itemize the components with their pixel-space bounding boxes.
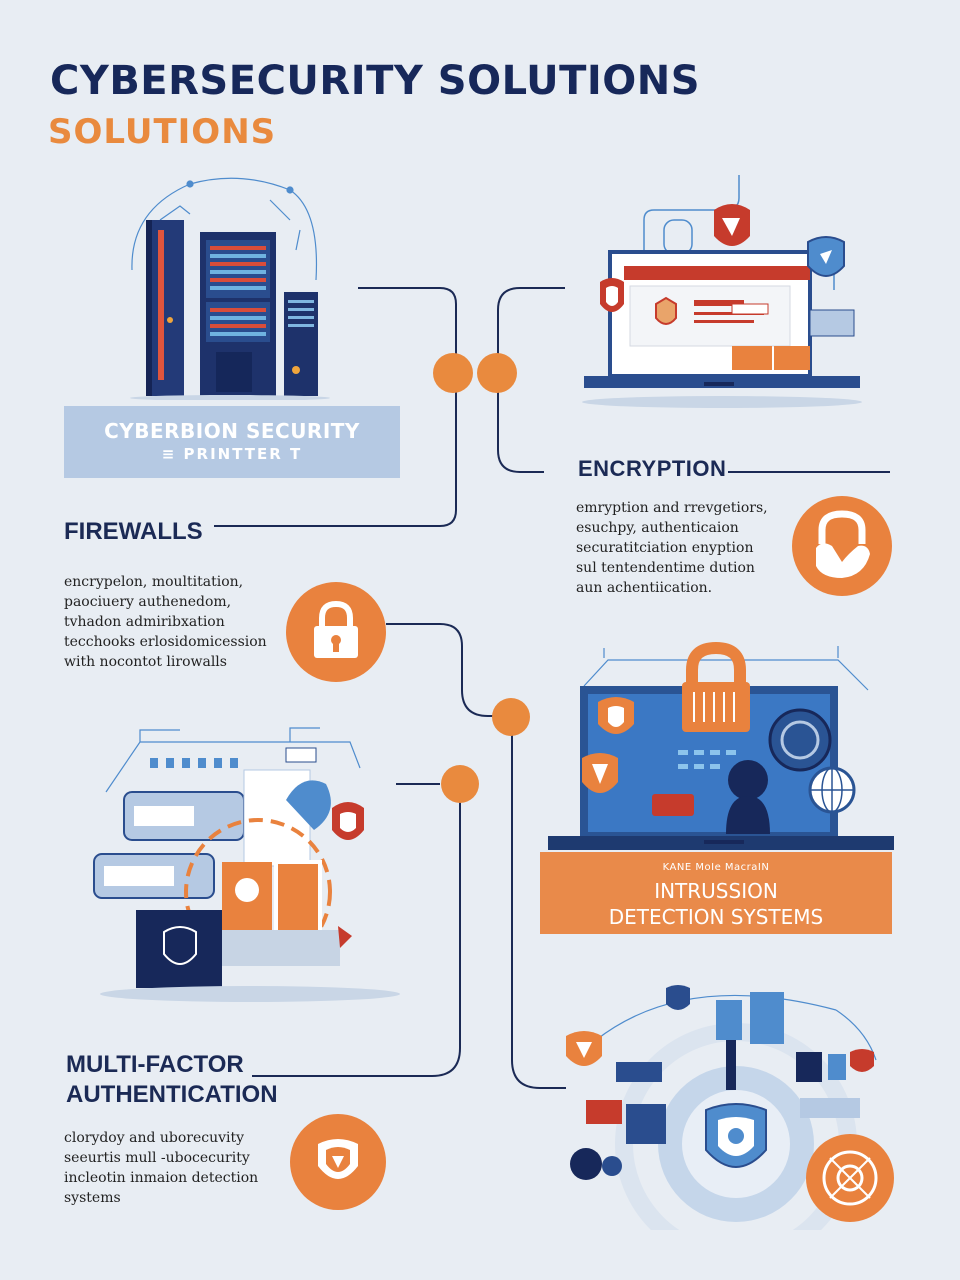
- firewalls-line: tecchooks erlosidomicession: [64, 634, 267, 650]
- firewalls-line: encrypelon, moultitation,: [64, 574, 244, 590]
- encryption-line: aun achentiication.: [576, 580, 713, 596]
- security-banner-subtitle: ≡ PRINTTER T: [161, 445, 303, 463]
- encryption-description: emryption and rrevgetiors, esuchpy, auth…: [576, 498, 816, 598]
- intrusion-banner-title: INTRUSSION: [654, 879, 778, 903]
- unlocked-padlock-icon: [792, 496, 892, 596]
- network-authentication-illustration: [93, 727, 400, 1002]
- mfa-line: systems: [64, 1190, 121, 1206]
- page-subtitle: SOLUTIONS: [48, 112, 277, 152]
- security-banner-title: CYBERBION SECURITY: [104, 419, 360, 443]
- laptop-shields-illustration: [582, 175, 862, 408]
- mfa-heading: MULTI-FACTOR AUTHENTICATION: [66, 1050, 326, 1110]
- security-banner: CYBERBION SECURITY ≡ PRINTTER T: [64, 406, 400, 478]
- firewalls-line: tvhadon admiribxation: [64, 614, 225, 630]
- firewalls-line: with nocontot lirowalls: [64, 654, 227, 670]
- encryption-line: esuchpy, authenticaion: [576, 520, 739, 536]
- intrusion-detection-banner: KANE MoIe MacraIN INTRUSSION DETECTION S…: [540, 852, 892, 934]
- mfa-heading-line: AUTHENTICATION: [66, 1081, 278, 1108]
- server-rack-illustration: [130, 177, 330, 400]
- mfa-line: seeurtis mull -ubocecurity: [64, 1150, 250, 1166]
- connector-node: [492, 698, 530, 736]
- mfa-description: clorydoy and uborecuvity seeurtis mull -…: [64, 1128, 304, 1208]
- mfa-line: clorydoy and uborecuvity: [64, 1130, 245, 1146]
- encryption-heading: ENCRYPTION: [578, 456, 727, 481]
- encryption-line: securatitciation enyption: [576, 540, 754, 556]
- intrusion-banner-subtitle: DETECTION SYSTEMS: [608, 905, 824, 929]
- mfa-heading-line: MULTI-FACTOR: [66, 1051, 244, 1078]
- firewalls-heading: FIREWALLS: [64, 518, 203, 545]
- security-hub-illustration: [566, 985, 894, 1230]
- connector-node: [441, 765, 479, 803]
- padlock-icon: [286, 582, 386, 682]
- connector-node: [433, 353, 473, 393]
- connector-node: [477, 353, 517, 393]
- page-title: CYBERSECURITY SOLUTIONS: [50, 58, 701, 104]
- firewalls-line: paociuery authenedom,: [64, 594, 232, 610]
- shield-icon: [290, 1114, 386, 1210]
- firewalls-description: encrypelon, moultitation, paociuery auth…: [64, 572, 284, 672]
- intrusion-detection-illustration: [548, 641, 894, 850]
- mfa-line: incleotin inmaion detection: [64, 1170, 259, 1186]
- intrusion-banner-caption: KANE MoIe MacraIN: [662, 862, 770, 873]
- encryption-line: sul tentendentime dution: [576, 560, 755, 576]
- encryption-line: emryption and rrevgetiors,: [576, 500, 768, 516]
